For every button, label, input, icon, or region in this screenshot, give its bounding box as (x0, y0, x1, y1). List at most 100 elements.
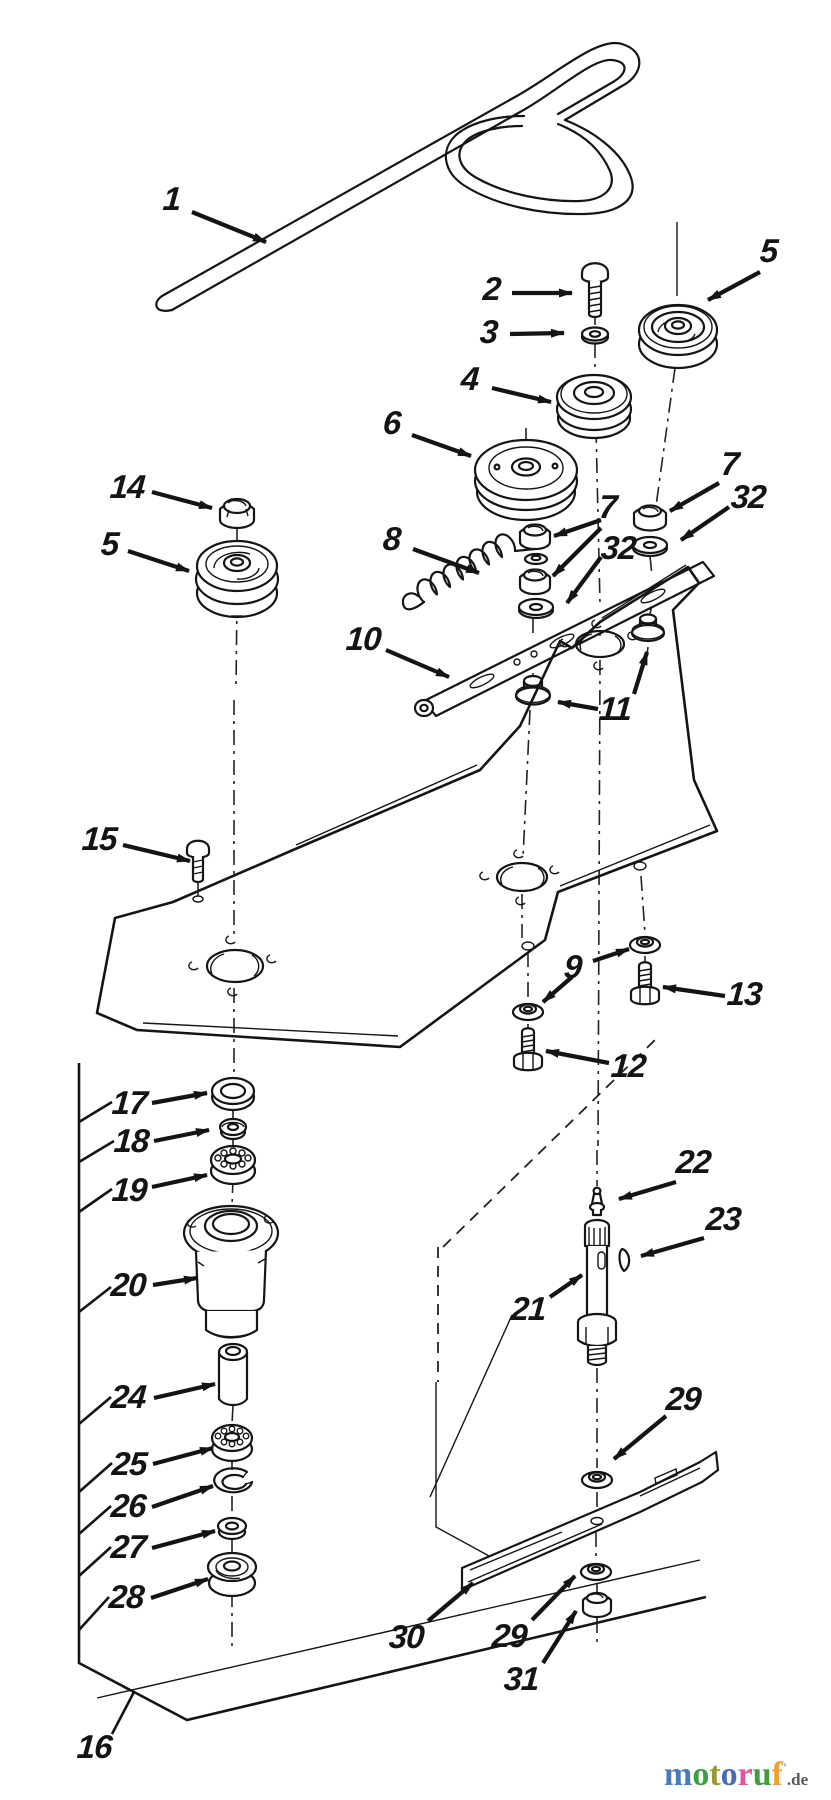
v-belt (155, 41, 641, 312)
watermark-letter: f (771, 1756, 783, 1793)
callout-arrow-24 (153, 1381, 216, 1401)
ghost-box (429, 1036, 659, 1563)
callout-arrow-7r (668, 481, 721, 513)
v-idler-pulley-6 (473, 438, 579, 522)
callout-arrow-29u (612, 1414, 668, 1461)
callout-label-21: 21 (509, 1290, 548, 1327)
callout-label-8: 8 (381, 520, 402, 557)
hex-nut-14 (218, 497, 256, 530)
callout-arrows (110, 210, 761, 1735)
hex-bolt-13 (629, 961, 661, 1006)
watermark-letter: t (709, 1756, 721, 1793)
callout-arrow-8 (412, 547, 480, 575)
callout-label-23: 23 (704, 1200, 743, 1237)
blade-washer-29-upper (580, 1470, 614, 1490)
callout-arrow-11 (631, 651, 650, 695)
callout-arrow-1 (191, 210, 267, 244)
bearing-cup-28 (206, 1551, 258, 1598)
watermark-tld: .de (786, 1770, 809, 1789)
callout-label-12: 12 (609, 1047, 648, 1084)
watermark-tick: ' (783, 1761, 787, 1777)
callout-label-7r: 7 (719, 445, 740, 482)
callout-label-4: 4 (459, 360, 480, 397)
flat-idler-pulley-right-5 (637, 303, 719, 370)
callout-label-30: 30 (387, 1618, 426, 1655)
callout-arrow-16 (110, 1691, 136, 1735)
spindle-housing-20 (182, 1204, 280, 1339)
callout-arrow-21 (548, 1273, 584, 1299)
ball-bearing-25 (210, 1423, 254, 1463)
callout-label-26: 26 (109, 1487, 148, 1524)
callout-label-10: 10 (344, 620, 383, 657)
callout-arrow-26 (151, 1484, 214, 1509)
callout-arrow-5r (707, 270, 761, 302)
callout-arrow-15 (122, 842, 191, 864)
flat-idler-pulley-left-5 (194, 539, 280, 619)
callout-label-20: 20 (109, 1266, 148, 1303)
flat-washers-32 (517, 535, 669, 620)
callout-arrow-10 (385, 648, 450, 679)
ball-bearing-19 (209, 1144, 257, 1186)
callout-arrow-9 (541, 975, 574, 1004)
callout-label-1: 1 (161, 180, 182, 217)
callout-arrow-31 (541, 1609, 578, 1665)
callout-label-18: 18 (112, 1122, 151, 1159)
callout-label-13: 13 (725, 975, 764, 1012)
callout-arrow-9 (592, 947, 630, 963)
washer-3 (580, 326, 610, 345)
callout-arrow-11 (557, 699, 599, 712)
callout-label-14: 14 (108, 468, 147, 505)
callout-label-15: 15 (80, 820, 119, 857)
callout-label-32r: 32 (729, 478, 768, 515)
small-washer (523, 552, 549, 566)
callout-label-5l: 5 (99, 525, 120, 562)
callout-label-27: 27 (109, 1528, 148, 1565)
callout-arrow-3 (509, 328, 565, 338)
callout-label-29l: 29 (490, 1617, 529, 1654)
woodruff-key-23 (618, 1247, 631, 1273)
seal-ring-17 (210, 1076, 256, 1112)
flange-bushings-11 (514, 613, 666, 706)
callout-arrow-25 (152, 1445, 214, 1467)
callout-label-32c: 32 (599, 529, 638, 566)
callout-label-7c: 7 (597, 488, 618, 525)
callout-label-28: 28 (107, 1578, 146, 1615)
callout-arrow-30 (426, 1581, 475, 1623)
callout-label-24: 24 (109, 1378, 148, 1415)
pulley-4 (555, 373, 633, 440)
deck-plate (95, 564, 719, 1049)
callout-label-17: 17 (110, 1084, 149, 1121)
ring-27 (216, 1516, 248, 1541)
callout-arrow-23 (640, 1235, 705, 1259)
snap-ring-26 (213, 1467, 254, 1494)
centerlines (197, 222, 678, 1652)
watermark-letter: r (737, 1756, 753, 1793)
callout-arrow-17 (151, 1090, 208, 1106)
callout-arrow-4 (491, 385, 552, 405)
blade-washer-29-lower (579, 1562, 613, 1582)
callout-arrow-18 (153, 1127, 210, 1144)
watermark-logo: motoruf'.de (664, 1756, 808, 1794)
callout-arrow-7c (551, 526, 603, 578)
watermark-letter: o (692, 1756, 710, 1793)
watermark-letter: o (720, 1756, 738, 1793)
callout-label-9: 9 (562, 948, 583, 985)
watermark-word: motoruf (664, 1756, 783, 1793)
hex-bolt-12 (512, 1027, 544, 1072)
callout-label-29u: 29 (664, 1380, 703, 1417)
callout-label-11: 11 (597, 690, 633, 727)
cup-washers-9 (511, 935, 662, 1022)
watermark-letter: m (664, 1756, 693, 1793)
callout-label-25: 25 (110, 1445, 149, 1482)
callout-arrow-20 (152, 1275, 198, 1288)
callout-arrow-12 (545, 1048, 610, 1066)
hex-nuts-7 (518, 504, 668, 596)
blade-30 (460, 1450, 720, 1592)
watermark-letter: u (752, 1756, 772, 1793)
callout-arrow-27 (151, 1528, 216, 1551)
callout-label-16: 16 (75, 1728, 114, 1765)
spacer-24 (217, 1342, 249, 1407)
callout-label-3: 3 (478, 313, 499, 350)
